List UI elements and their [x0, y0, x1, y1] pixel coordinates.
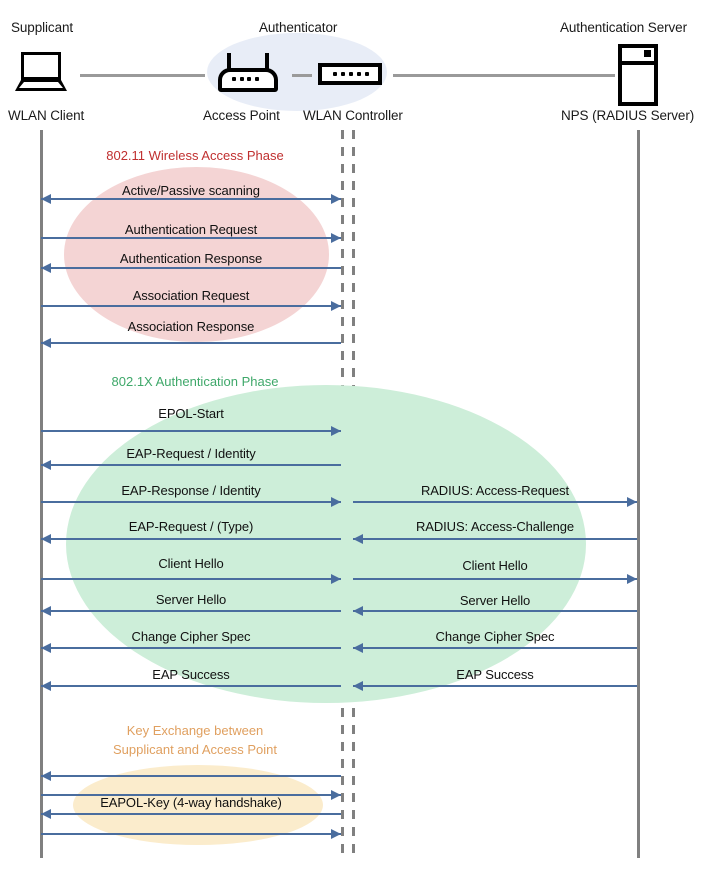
msg-line-active-passive-scanning: [41, 198, 341, 200]
msg-line-eap-request-type: [41, 538, 341, 540]
msg-label-radius-access-challenge: RADIUS: Access-Challenge: [416, 519, 574, 534]
msg-arrow-change-cipher-spec-right: [353, 643, 363, 653]
msg-label-eap-request-identity: EAP-Request / Identity: [126, 446, 256, 461]
msg-line-server-hello-right: [353, 610, 637, 612]
msg-arrow-server-hello-left: [41, 606, 51, 616]
msg-label-eap-success-left: EAP Success: [152, 667, 230, 682]
msg-line-eap-success-left: [41, 685, 341, 687]
msg-label-eap-request-type: EAP-Request / (Type): [128, 519, 254, 534]
msg-arrow-eap-success-left: [41, 681, 51, 691]
actor-name-nps-radius-server: NPS (RADIUS Server): [561, 108, 695, 123]
msg-label-eapol-key-4way-handshake: EAPOL-Key (4-way handshake): [100, 795, 282, 810]
msg-arrow-client-hello-left: [331, 574, 341, 584]
msg-arrow-active-passive-scanning-left: [41, 194, 51, 204]
msg-label-server-hello-right: Server Hello: [459, 593, 531, 608]
msg-arrow-eapol-key-1: [41, 771, 51, 781]
msg-arrow-authentication-request: [331, 233, 341, 243]
msg-line-change-cipher-spec-left: [41, 647, 341, 649]
msg-line-eapol-key-1: [41, 775, 341, 777]
actor-role-supplicant: Supplicant: [11, 20, 74, 35]
msg-arrow-eap-response-identity: [331, 497, 341, 507]
lifeline-supplicant: [40, 130, 43, 858]
phase-ellipse-wireless-access: [64, 167, 329, 342]
msg-arrow-active-passive-scanning-right: [331, 194, 341, 204]
msg-arrow-association-response: [41, 338, 51, 348]
laptop-icon: [15, 52, 67, 92]
wlan-controller-icon: [318, 63, 382, 85]
phase-title-wireless-access: 802.11 Wireless Access Phase: [106, 148, 284, 163]
msg-line-eapol-key-4: [41, 833, 341, 835]
phase-title-key-exchange: Key Exchange between Supplicant and Acce…: [45, 721, 345, 759]
msg-arrow-eapol-start: [331, 426, 341, 436]
server-icon: [618, 44, 658, 106]
msg-line-radius-access-challenge: [353, 538, 637, 540]
msg-line-authentication-response: [41, 267, 341, 269]
msg-label-client-hello-left: Client Hello: [158, 556, 224, 571]
lifeline-authentication-server: [637, 130, 640, 858]
link-client-to-ap: [80, 74, 205, 77]
msg-arrow-radius-access-challenge: [353, 534, 363, 544]
msg-line-association-response: [41, 342, 341, 344]
msg-arrow-association-request: [331, 301, 341, 311]
msg-line-authentication-request: [41, 237, 341, 239]
phase-ellipse-dot1x-auth: [66, 385, 586, 703]
actor-name-wlan-client: WLAN Client: [8, 108, 85, 123]
link-wc-to-server: [393, 74, 615, 77]
actor-name-wlan-controller: WLAN Controller: [303, 108, 403, 123]
msg-line-eapol-key-2: [41, 794, 341, 796]
msg-label-authentication-response: Authentication Response: [119, 251, 263, 266]
msg-label-association-request: Association Request: [132, 288, 250, 303]
msg-arrow-eap-success-right: [353, 681, 363, 691]
phase-title-dot1x-auth: 802.1X Authentication Phase: [111, 374, 279, 389]
msg-line-eap-request-identity: [41, 464, 341, 466]
msg-line-client-hello-left: [41, 578, 341, 580]
msg-label-radius-access-request: RADIUS: Access-Request: [420, 483, 570, 498]
msg-label-active-passive-scanning: Active/Passive scanning: [122, 183, 260, 198]
access-point-icon: [218, 53, 278, 93]
msg-arrow-eapol-key-2: [331, 790, 341, 800]
actor-name-access-point: Access Point: [203, 108, 280, 123]
phase-title-key-exchange-line2: Supplicant and Access Point: [112, 742, 278, 757]
msg-line-eap-success-right: [353, 685, 637, 687]
msg-arrow-client-hello-right: [627, 574, 637, 584]
msg-arrow-eap-request-type: [41, 534, 51, 544]
msg-label-authentication-request: Authentication Request: [124, 222, 258, 237]
msg-label-eapol-start: EPOL-Start: [158, 406, 224, 421]
msg-label-server-hello-left: Server Hello: [155, 592, 227, 607]
msg-arrow-eapol-key-4: [331, 829, 341, 839]
msg-label-eap-success-right: EAP Success: [456, 667, 534, 682]
msg-arrow-server-hello-right: [353, 606, 363, 616]
actor-role-authenticator: Authenticator: [259, 20, 338, 35]
msg-label-change-cipher-spec-right: Change Cipher Spec: [435, 629, 555, 644]
msg-arrow-eap-request-identity: [41, 460, 51, 470]
msg-line-association-request: [41, 305, 341, 307]
msg-line-server-hello-left: [41, 610, 341, 612]
msg-label-change-cipher-spec-left: Change Cipher Spec: [131, 629, 251, 644]
phase-ellipse-key-exchange: [73, 765, 323, 845]
phase-title-key-exchange-line1: Key Exchange between: [126, 723, 264, 738]
msg-arrow-authentication-response: [41, 263, 51, 273]
msg-arrow-change-cipher-spec-left: [41, 643, 51, 653]
msg-line-eapol-key-3: [41, 813, 341, 815]
msg-arrow-radius-access-request: [627, 497, 637, 507]
msg-line-eapol-start: [41, 430, 341, 432]
msg-label-association-response: Association Response: [127, 319, 255, 334]
msg-line-radius-access-request: [353, 501, 637, 503]
msg-arrow-eapol-key-3: [41, 809, 51, 819]
msg-line-eap-response-identity: [41, 501, 341, 503]
msg-label-client-hello-right: Client Hello: [462, 558, 528, 573]
actor-role-authentication-server: Authentication Server: [560, 20, 687, 35]
msg-line-change-cipher-spec-right: [353, 647, 637, 649]
msg-label-eap-response-identity: EAP-Response / Identity: [121, 483, 261, 498]
link-ap-to-wc: [292, 74, 312, 77]
msg-line-client-hello-right: [353, 578, 637, 580]
